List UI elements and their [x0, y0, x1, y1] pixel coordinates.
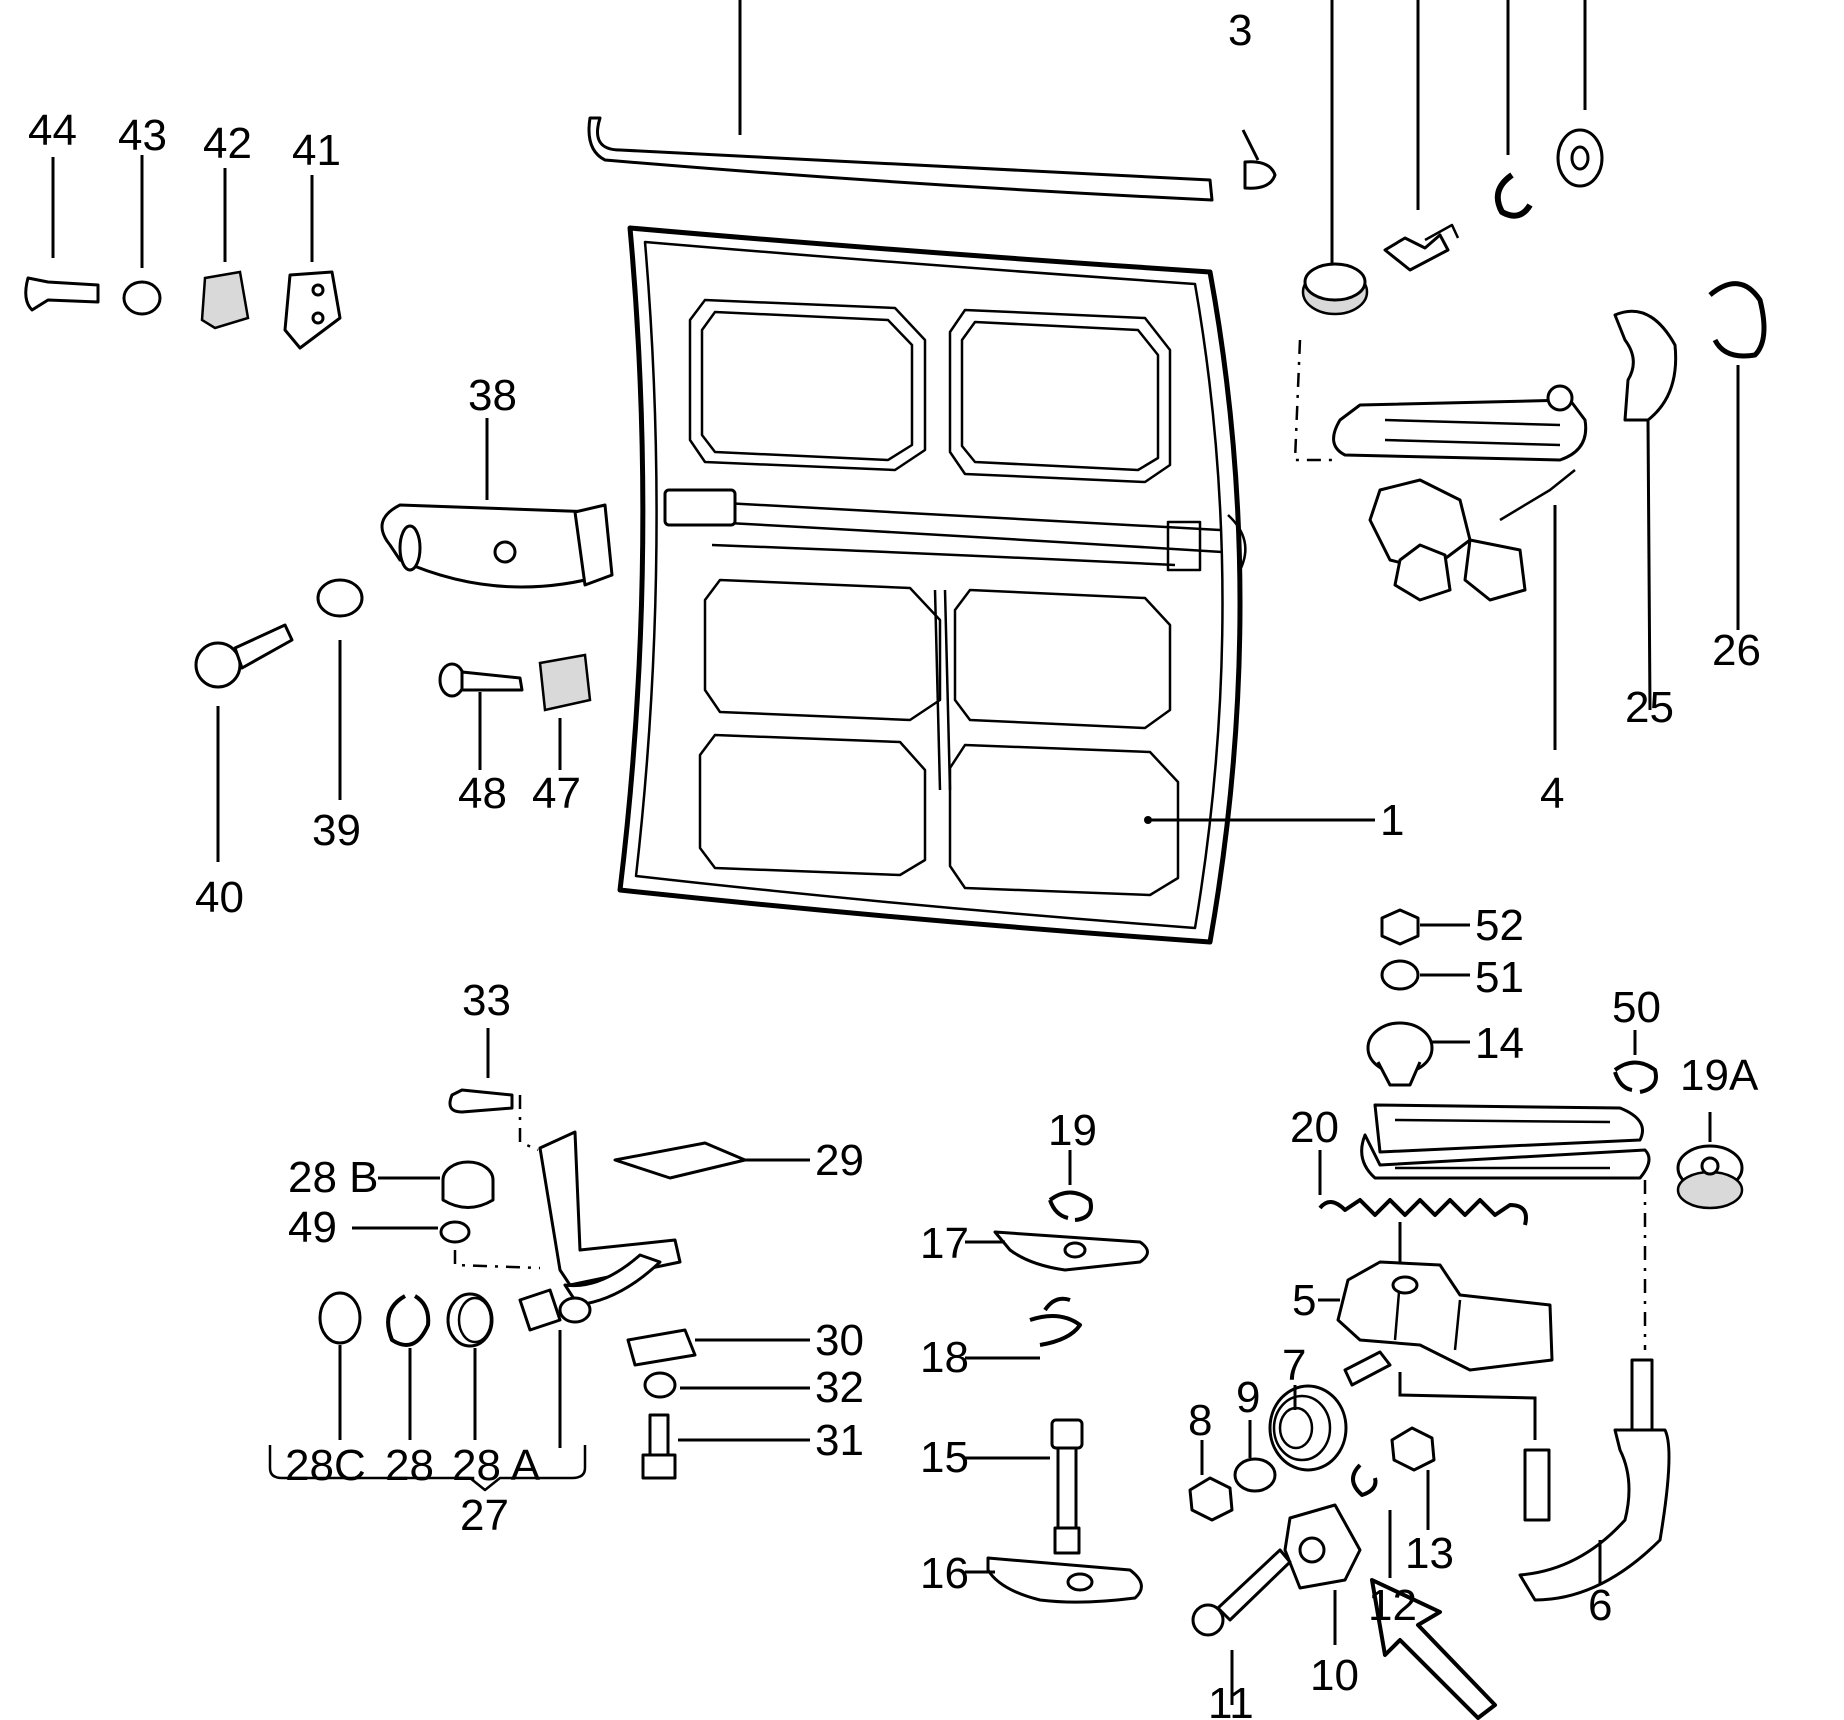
- indicator-arrow: [1370, 1578, 1497, 1720]
- screw-48: [438, 662, 524, 770]
- lock-washer-39: [316, 578, 364, 800]
- callout-20: 20: [1290, 1103, 1339, 1152]
- guide-clip-25: [1613, 309, 1678, 711]
- nut-52: [1380, 908, 1470, 946]
- roller-14: [1366, 1021, 1470, 1087]
- spring-clip-26: [1708, 281, 1767, 630]
- lock-washer-32: [643, 1371, 810, 1399]
- callout-38: 38: [468, 371, 517, 420]
- bolt-31: [641, 1413, 810, 1480]
- handle-6: [1518, 1180, 1671, 1602]
- upper-guide-rail: [587, 0, 1277, 202]
- callout-49: 49: [288, 1203, 337, 1252]
- washer-12: [1351, 1463, 1392, 1578]
- circlip-19: [1048, 1150, 1093, 1222]
- spring-18: [965, 1296, 1082, 1360]
- callout-52: 52: [1475, 901, 1524, 950]
- guide-arm-20: [1318, 1103, 1651, 1226]
- callout-48: 48: [458, 769, 507, 818]
- callout-28b: 28 B: [288, 1153, 379, 1202]
- callout-39: 39: [312, 806, 361, 855]
- nut-13: [1390, 1426, 1436, 1530]
- roller-7: [1268, 1384, 1348, 1472]
- callout-7: 7: [1282, 1341, 1306, 1390]
- callout-42: 42: [203, 119, 252, 168]
- callout-44: 44: [28, 106, 77, 155]
- callout-41: 41: [292, 126, 341, 175]
- bolt-33: [448, 1028, 514, 1114]
- callout-16: 16: [920, 1549, 969, 1598]
- housing-5: [1318, 1222, 1554, 1440]
- callout-3: 3: [1228, 6, 1252, 55]
- pin-15: [965, 1418, 1084, 1555]
- clip-nut-47: [538, 653, 592, 770]
- callout-9: 9: [1236, 1373, 1260, 1422]
- callout-4: 4: [1540, 769, 1564, 818]
- callout-25: 25: [1625, 683, 1674, 732]
- block-10: [1283, 1503, 1362, 1645]
- roller-19a: [1676, 1112, 1744, 1210]
- callout-26: 26: [1712, 626, 1761, 675]
- callout-10: 10: [1310, 1651, 1359, 1700]
- callout-33: 33: [462, 976, 511, 1025]
- nut-8: [1188, 1440, 1234, 1522]
- buffer-41: [283, 175, 342, 350]
- stop-block-42: [200, 168, 250, 330]
- bracket-27-group: [268, 1095, 682, 1492]
- lock-mechanism: [1293, 339, 1588, 750]
- callout-18: 18: [920, 1333, 969, 1382]
- callout-31: 31: [815, 1416, 864, 1465]
- sleeve-28a: [446, 1292, 494, 1440]
- plate-29: [613, 1141, 810, 1180]
- pin-28a-assembly: [518, 1288, 592, 1448]
- callout-14: 14: [1475, 1019, 1524, 1068]
- bolt-44: [24, 157, 100, 312]
- circlip-28: [386, 1294, 431, 1440]
- callout-32: 32: [815, 1363, 864, 1412]
- plate-30: [626, 1328, 810, 1367]
- callout-50: 50: [1612, 983, 1661, 1032]
- callout-28: 28: [385, 1441, 434, 1490]
- callout-28a: 28 A: [452, 1441, 541, 1490]
- callout-28c: 28C: [285, 1441, 366, 1490]
- lever-16: [965, 1556, 1143, 1604]
- callout-43: 43: [118, 111, 167, 160]
- lever-17: [965, 1230, 1149, 1272]
- callout-27: 27: [460, 1491, 509, 1540]
- callout-19a: 19A: [1680, 1051, 1759, 1100]
- callout-15: 15: [920, 1433, 969, 1482]
- callout-13: 13: [1405, 1529, 1454, 1578]
- roller-and-bolt-group: [1301, 0, 1604, 316]
- cap-28c: [318, 1291, 362, 1440]
- lock-washer-9: [1233, 1420, 1277, 1493]
- washer-51: [1380, 959, 1470, 991]
- callout-47: 47: [532, 769, 581, 818]
- callout-11: 11: [1208, 1679, 1254, 1720]
- callout-1: 1: [1380, 796, 1404, 845]
- callout-12: 12: [1368, 1581, 1417, 1630]
- callout-17: 17: [920, 1219, 969, 1268]
- callout-29: 29: [815, 1136, 864, 1185]
- callout-40: 40: [195, 873, 244, 922]
- callout-labels: 1 3 4 5 6 7 8 9 10 11 12 13 14 15 16 17 …: [28, 6, 1761, 1720]
- bolt-40: [194, 623, 294, 862]
- bushing-43: [122, 155, 162, 316]
- callout-6: 6: [1588, 1581, 1612, 1630]
- washer-49: [352, 1220, 541, 1270]
- bushing-28b: [378, 1160, 495, 1209]
- callout-8: 8: [1188, 1396, 1212, 1445]
- circlip-50: [1613, 1030, 1658, 1094]
- callout-5: 5: [1292, 1276, 1316, 1325]
- bolt-11: [1191, 1548, 1292, 1705]
- striker-plate-38: [380, 418, 614, 589]
- callout-19: 19: [1048, 1106, 1097, 1155]
- callout-51: 51: [1475, 953, 1524, 1002]
- callout-30: 30: [815, 1316, 864, 1365]
- sliding-door-panel: [617, 225, 1375, 945]
